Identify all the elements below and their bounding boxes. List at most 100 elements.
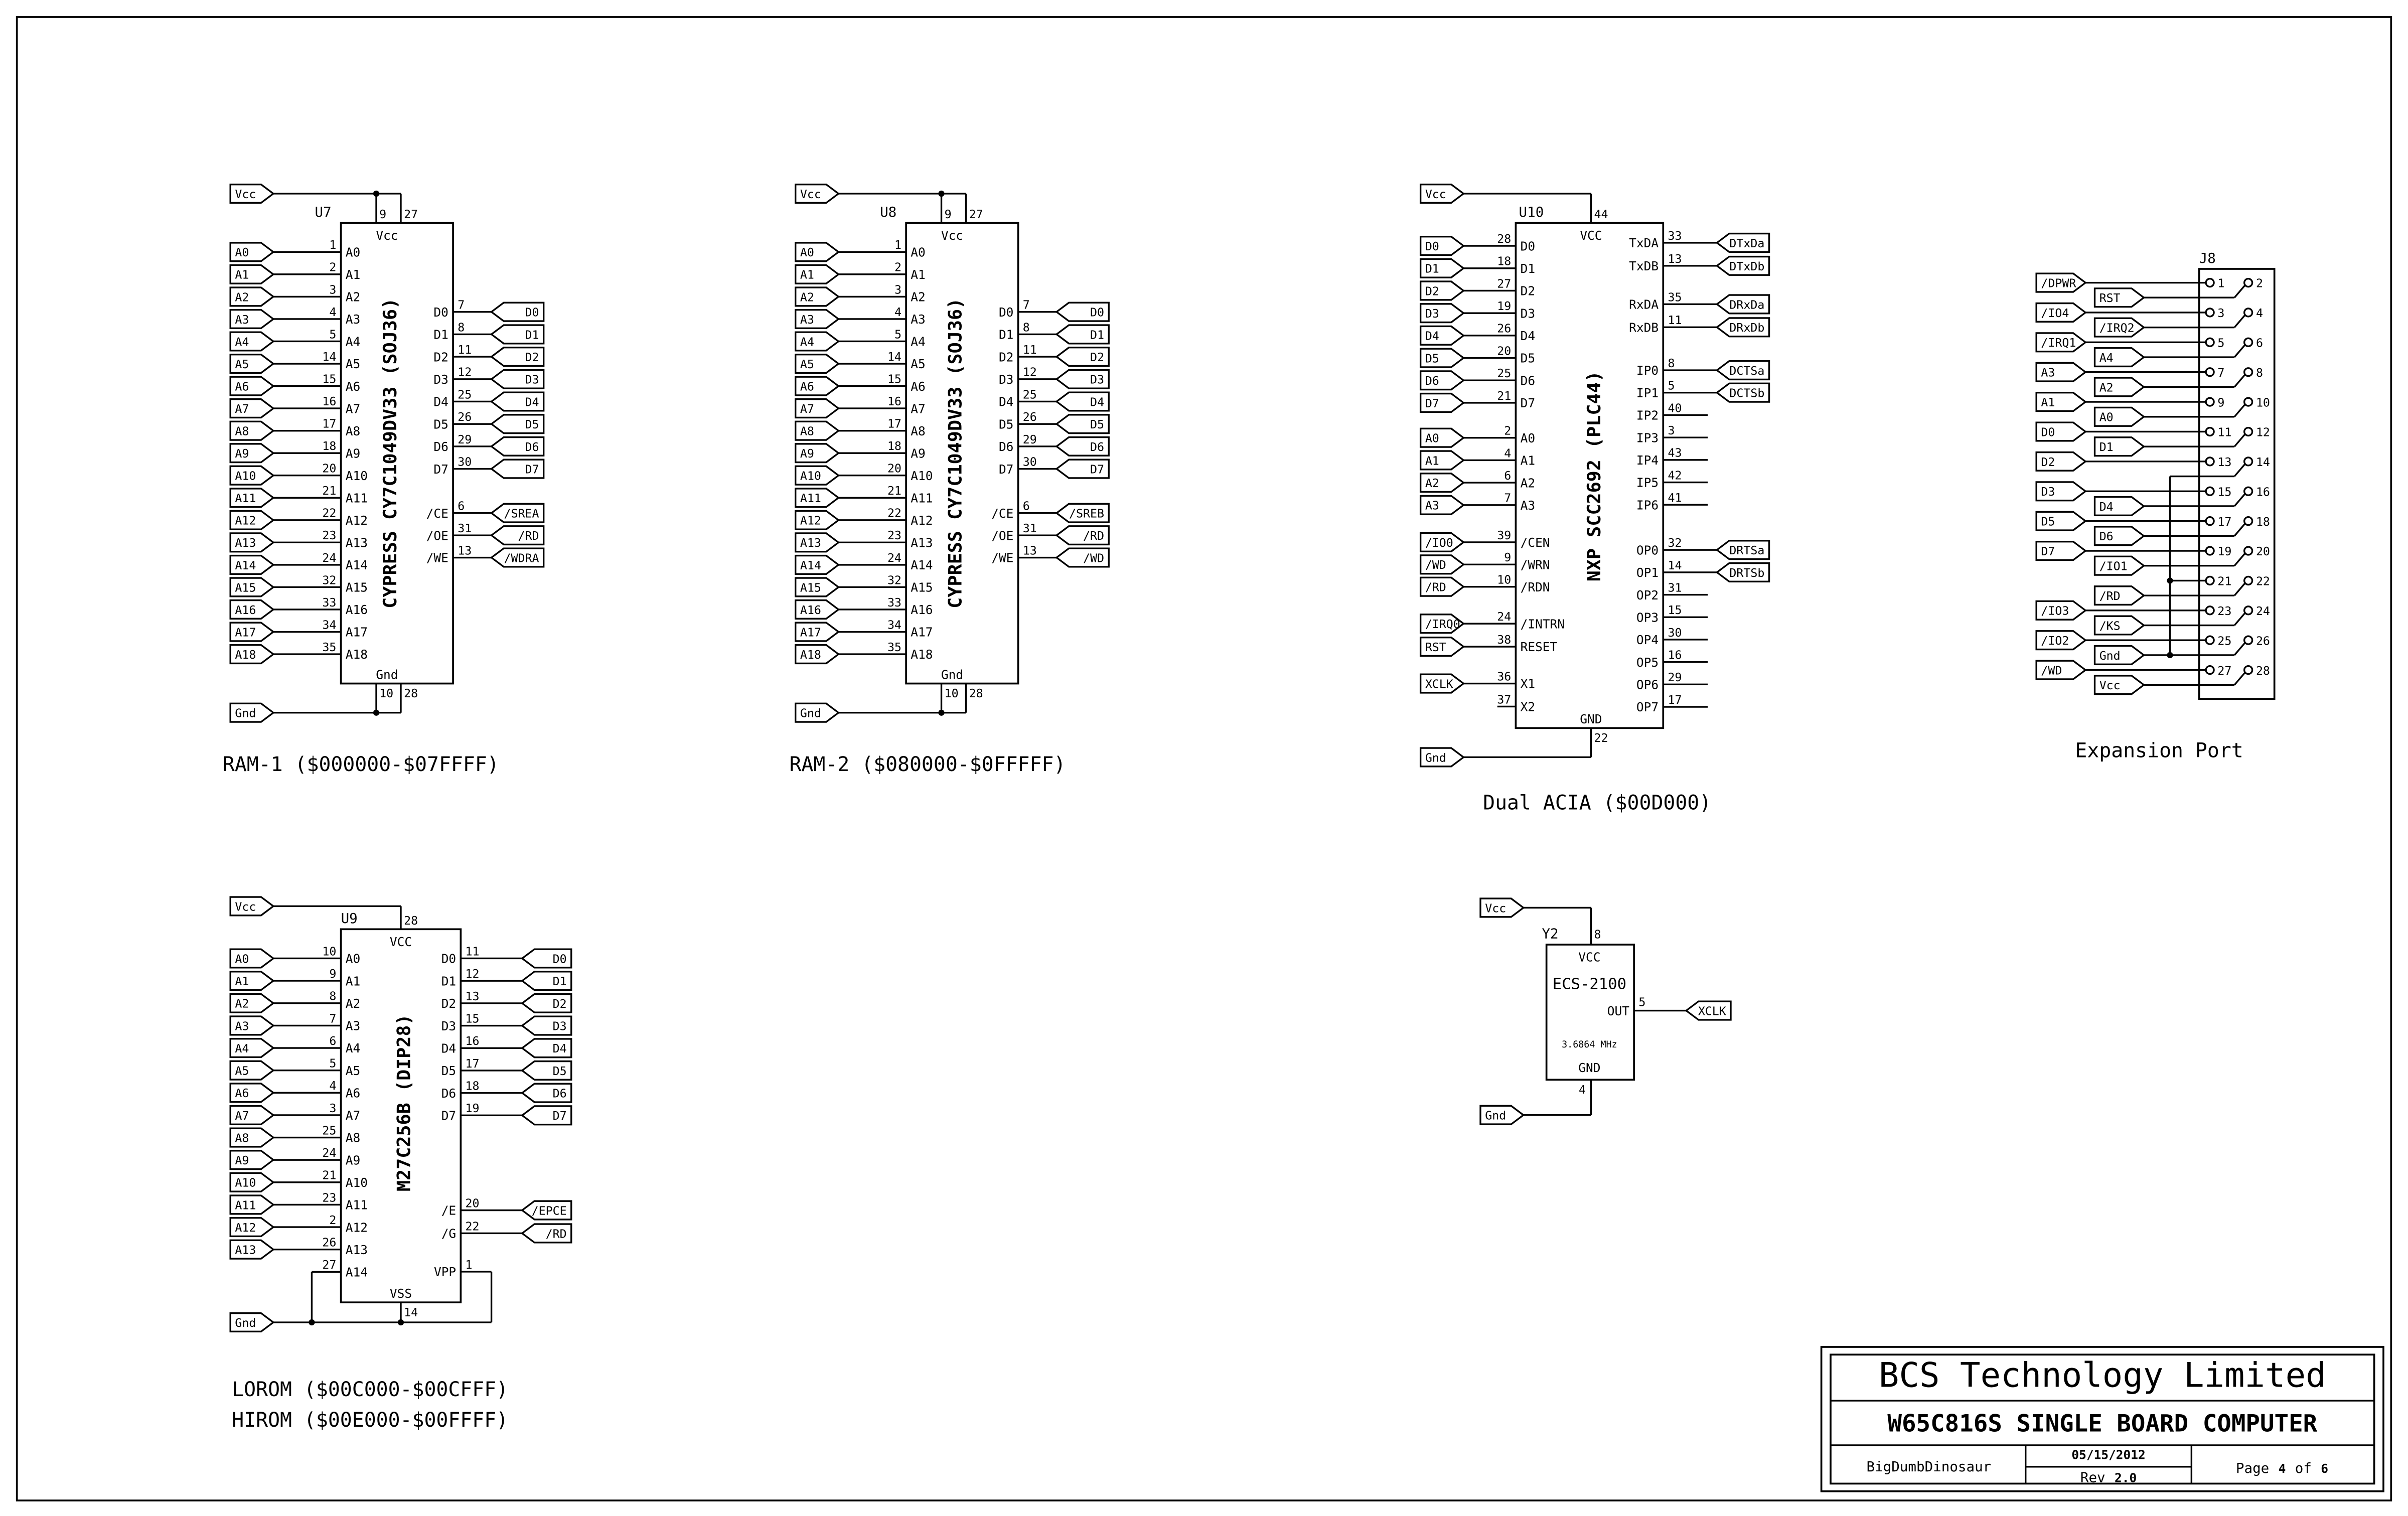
pin-name: A16	[911, 602, 933, 617]
net-flag-outline	[229, 599, 275, 620]
pin-number: 8	[1668, 357, 1675, 370]
pin-name: OP1	[1636, 565, 1659, 580]
pin-number: 21	[322, 484, 336, 498]
net-flag: D0	[490, 301, 545, 322]
pin-number: 38	[1497, 633, 1511, 647]
pin-name: D0	[999, 305, 1013, 320]
pin-name: A4	[911, 335, 925, 349]
ref-designator: U7	[315, 204, 332, 220]
net-flag-outline	[521, 1060, 572, 1081]
pin-name: D0	[441, 952, 456, 966]
net-flag: D2	[521, 993, 572, 1013]
net-flag: A2	[1419, 473, 1465, 493]
net-flag-outline	[1055, 369, 1110, 389]
net-flag-outline	[795, 309, 840, 329]
net-flag: A12	[229, 510, 275, 530]
lorom-caption: LOROM ($00C000-$00CFFF)	[232, 1378, 508, 1401]
net-flag-outline	[2035, 660, 2087, 680]
net-flag: A2	[229, 286, 275, 307]
net-flag-outline	[795, 376, 840, 396]
net-flag-outline	[521, 1083, 572, 1103]
pin-number: 8	[2256, 366, 2263, 380]
pin-number: 14	[2256, 456, 2270, 469]
net-label: A0	[800, 246, 814, 259]
net-flag: D3	[1419, 303, 1465, 324]
net-flag-outline	[521, 1200, 572, 1221]
pin-number: 26	[1023, 410, 1037, 424]
pin-name: A9	[911, 446, 925, 461]
net-label: DRTSa	[1729, 544, 1764, 557]
net-label: A12	[800, 514, 821, 528]
pin-number: 28	[969, 687, 983, 700]
pin-number: 5	[329, 1057, 336, 1071]
pin-number: 10	[322, 945, 336, 958]
pin-number: 2	[329, 261, 336, 274]
pin-number: 23	[322, 529, 336, 542]
pin-contact	[2243, 426, 2253, 437]
net-flag-outline	[2093, 615, 2146, 636]
pin-number: 8	[458, 321, 465, 334]
net-label: A11	[800, 492, 821, 505]
pin-name: /INTRN	[1521, 617, 1565, 631]
pin-number: 31	[1023, 522, 1037, 535]
pin-name: A8	[911, 424, 925, 438]
net-flag: A5	[795, 353, 840, 374]
net-flag-outline	[229, 554, 275, 575]
net-flag: Gnd	[1479, 1105, 1525, 1125]
net-label: D4	[553, 1042, 567, 1055]
net-flag-outline	[795, 465, 840, 486]
pin: 20/E/EPCE	[441, 1196, 572, 1221]
pin-number: 28	[404, 914, 418, 928]
pin-number: 17	[322, 417, 336, 431]
net-label: A5	[235, 358, 249, 371]
net-flag-outline	[490, 369, 545, 389]
net-label: A4	[235, 335, 249, 349]
net-flag: A6	[229, 376, 275, 396]
net-flag-outline	[229, 242, 275, 262]
net-flag: /SREA	[490, 503, 545, 523]
pin-number: 6	[1504, 469, 1511, 483]
pin-name: OP5	[1636, 655, 1659, 670]
pin-name: IP1	[1636, 386, 1659, 400]
pin-number: 10	[945, 687, 959, 700]
net-flag: Vcc	[229, 183, 275, 204]
net-flag-outline	[1715, 382, 1770, 403]
pin-number: 4	[329, 1079, 336, 1093]
net-flag-outline	[521, 1015, 572, 1036]
pin-contact	[2243, 486, 2253, 496]
net-label: Gnd	[235, 707, 256, 720]
pin-number: 25	[322, 1124, 336, 1137]
pin-name: A0	[1521, 431, 1535, 445]
net-label: A8	[800, 425, 814, 438]
net-label: D3	[1090, 373, 1104, 387]
net-flag: D1	[2093, 436, 2146, 457]
net-flag-outline	[795, 488, 840, 508]
net-flag-outline	[795, 554, 840, 575]
pin-name: OUT	[1607, 1004, 1629, 1018]
pin-number: 15	[466, 1012, 480, 1025]
net-label: D5	[553, 1065, 567, 1078]
net-label: D6	[1425, 374, 1439, 388]
net-label: A14	[800, 559, 821, 572]
pin-number: 4	[2256, 307, 2263, 320]
connector-pin: 1/DPWR	[2035, 272, 2224, 293]
pin-number: 10	[1497, 573, 1511, 587]
pin-name: A11	[346, 1198, 368, 1212]
pin-number: 3	[329, 283, 336, 296]
pin-name: A5	[346, 357, 360, 371]
net-flag-outline	[1419, 348, 1465, 368]
net-flag-outline	[2093, 436, 2146, 457]
pin-name: A2	[1521, 476, 1535, 490]
pin: 13/WE/WDRA	[426, 544, 545, 568]
pin-name: A0	[346, 245, 360, 260]
pin-number: 14	[404, 1306, 418, 1319]
